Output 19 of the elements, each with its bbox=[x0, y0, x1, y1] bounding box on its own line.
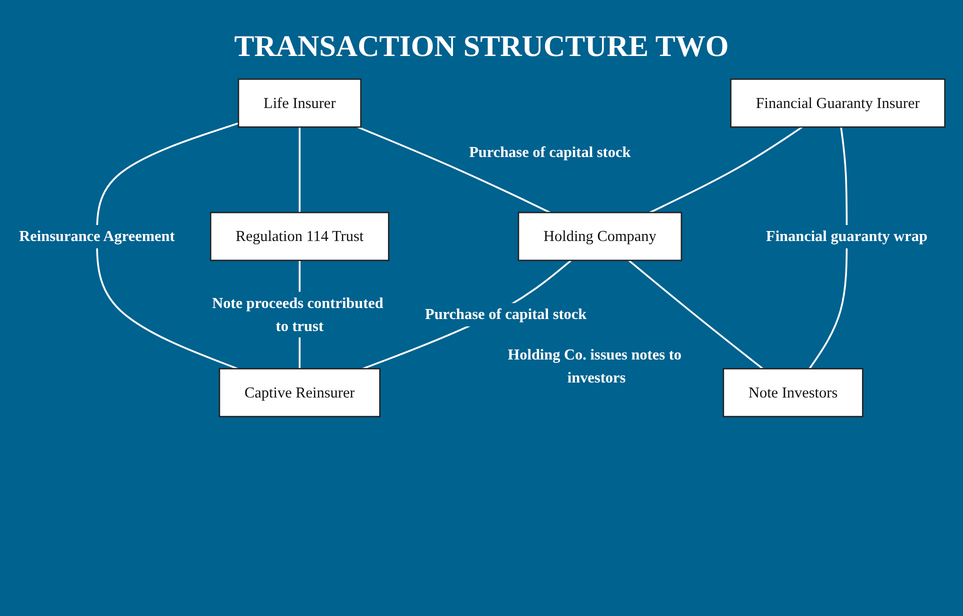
node-box: Regulation 114 Trust bbox=[209, 212, 389, 262]
diagram-title: TRANSACTION STRUCTURE TWO bbox=[233, 30, 730, 64]
connector bbox=[808, 126, 848, 370]
edge-label: Financial guaranty wrap bbox=[766, 228, 927, 245]
edge-label: Purchase of capital stock bbox=[468, 144, 630, 161]
node-box: Note Investors bbox=[722, 368, 863, 418]
connector bbox=[298, 127, 300, 213]
connector bbox=[96, 122, 238, 370]
node-box: Financial Guaranty Insurer bbox=[730, 78, 945, 128]
node-box: Life Insurer bbox=[237, 78, 361, 128]
connector bbox=[648, 126, 802, 214]
edge-label: Purchase of capital stock bbox=[424, 306, 586, 323]
connector bbox=[356, 126, 550, 214]
edge-label: Holding Co. issues notes to investors bbox=[507, 346, 682, 386]
node-box: Holding Company bbox=[517, 212, 682, 262]
edge-label: Reinsurance Agreement bbox=[18, 228, 174, 245]
connector bbox=[628, 260, 763, 370]
edge-label: Note proceeds contributed to trust bbox=[212, 294, 383, 334]
node-box: Captive Reinsurer bbox=[218, 368, 380, 418]
